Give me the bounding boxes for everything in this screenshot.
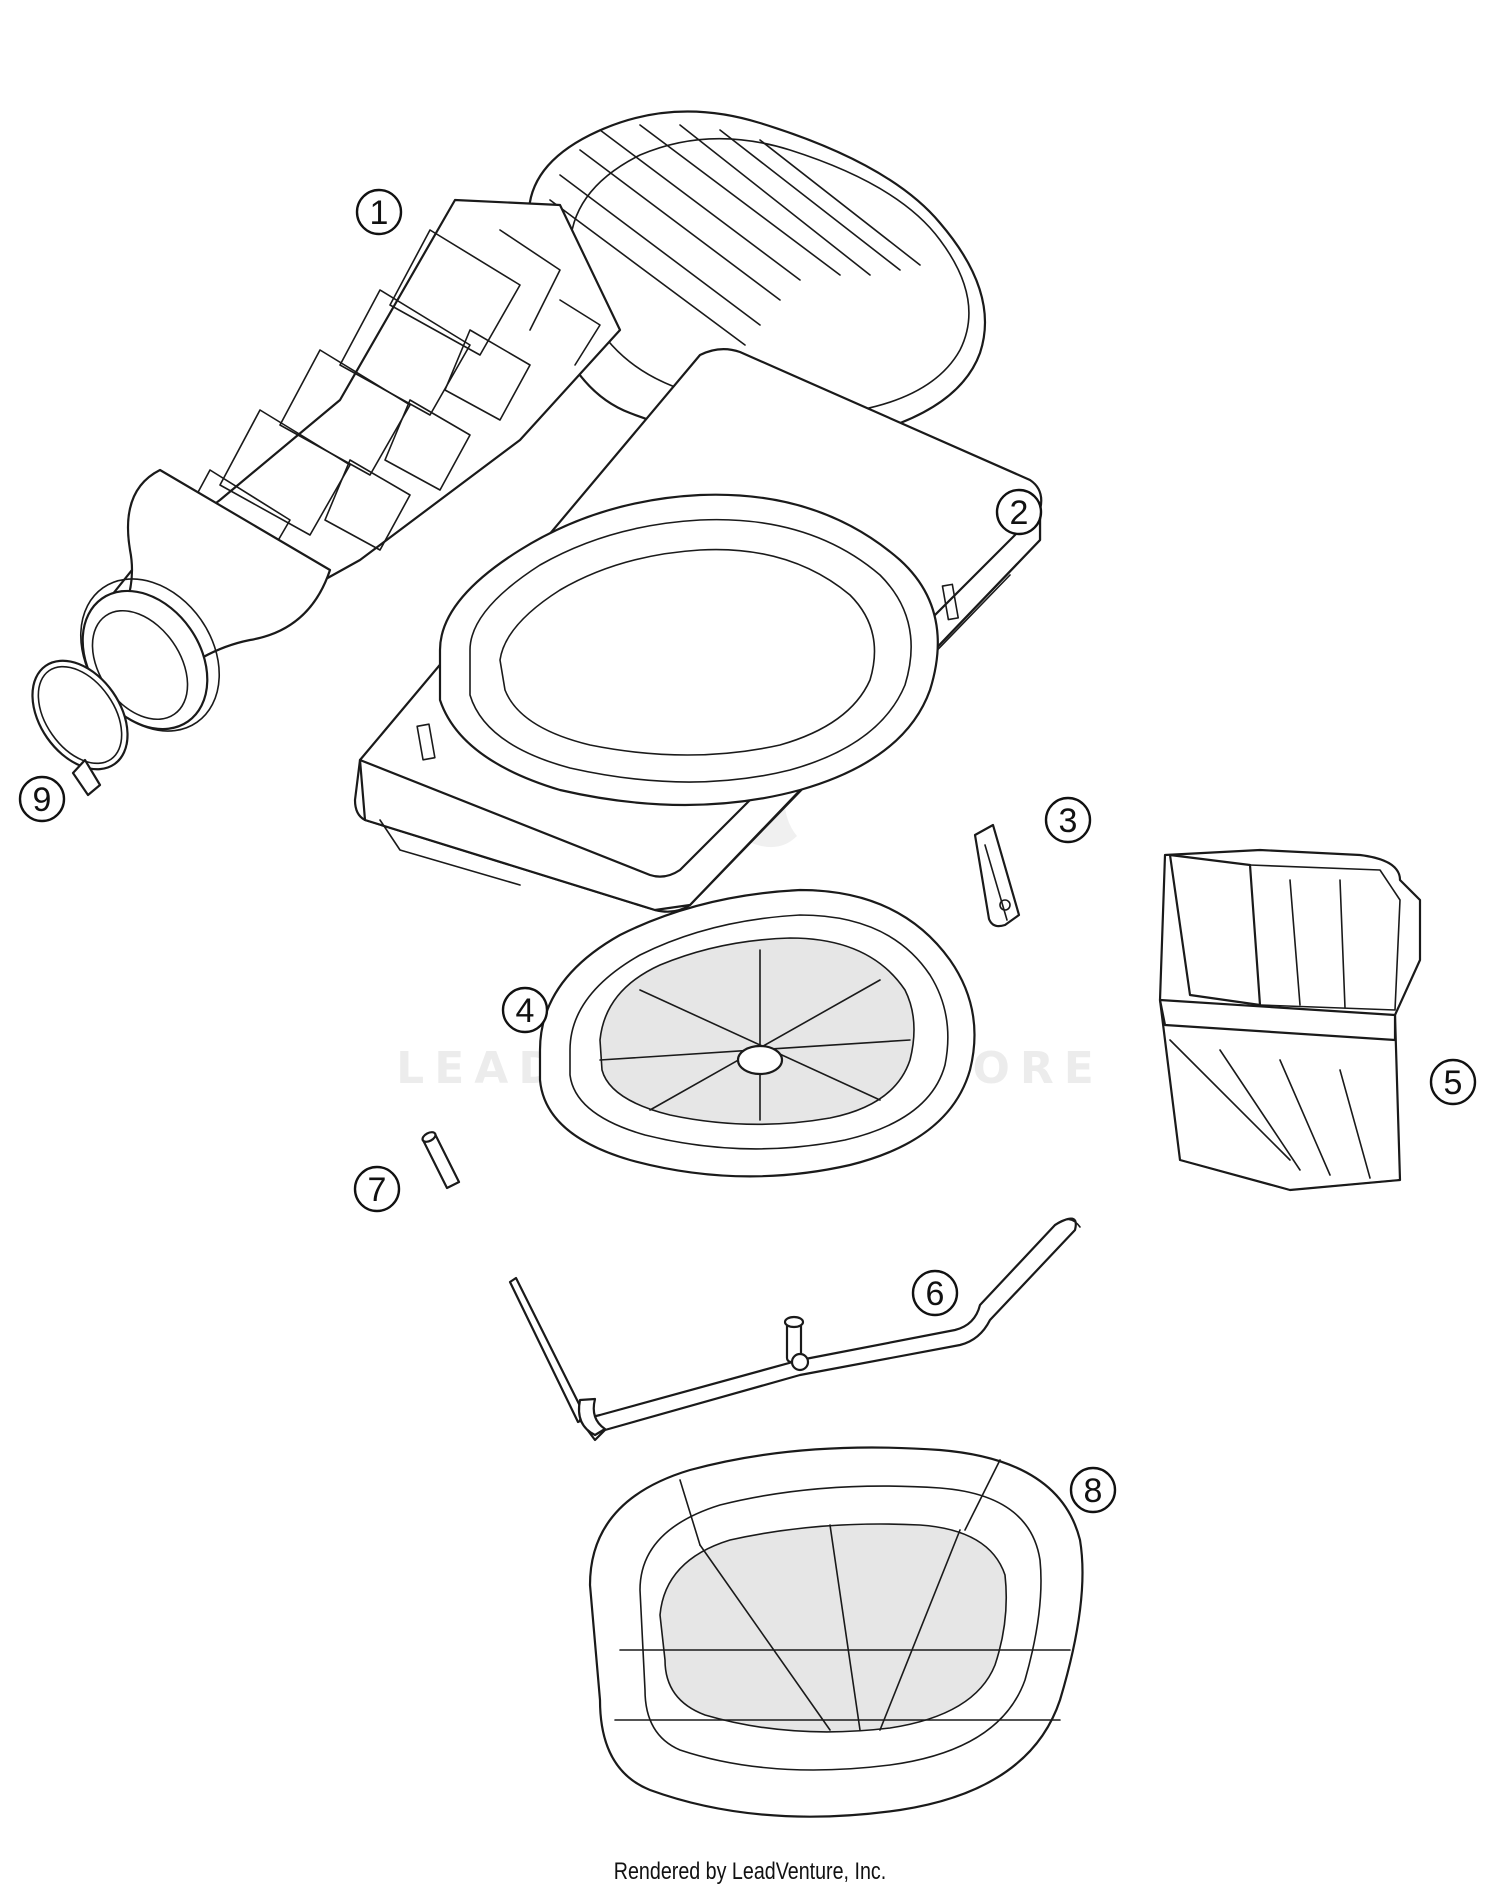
callout-label: 7	[368, 1171, 387, 1209]
callout-label: 6	[926, 1275, 945, 1313]
air-filter-icon	[588, 1446, 1084, 1818]
callout-5: 5	[1429, 1058, 1477, 1106]
callout-label: 9	[33, 781, 52, 819]
airbox-lid-icon	[353, 348, 1043, 913]
callout-label: 5	[1444, 1064, 1463, 1102]
callout-6: 6	[911, 1269, 959, 1317]
callout-2: 2	[995, 488, 1043, 536]
callout-label: 8	[1084, 1472, 1103, 1510]
pin-icon	[421, 1131, 461, 1190]
filter-cage-icon	[538, 888, 976, 1178]
callout-1: 1	[355, 188, 403, 236]
air-duct-icon	[1158, 848, 1422, 1192]
callout-label: 3	[1059, 802, 1078, 840]
callout-label: 4	[516, 992, 535, 1030]
callout-7: 7	[353, 1165, 401, 1213]
callout-label: 1	[370, 194, 389, 232]
clip-icon	[973, 823, 1021, 928]
callout-4: 4	[501, 986, 549, 1034]
hose-clamp-icon	[31, 659, 129, 797]
retaining-bracket-icon	[508, 1217, 1081, 1442]
callout-3: 3	[1044, 796, 1092, 844]
callout-9: 9	[18, 775, 66, 823]
callout-8: 8	[1069, 1466, 1117, 1514]
footer-credit: Rendered by LeadVenture, Inc.	[613, 1858, 887, 1885]
callout-label: 2	[1010, 494, 1029, 532]
intake-boot-icon	[79, 110, 987, 732]
